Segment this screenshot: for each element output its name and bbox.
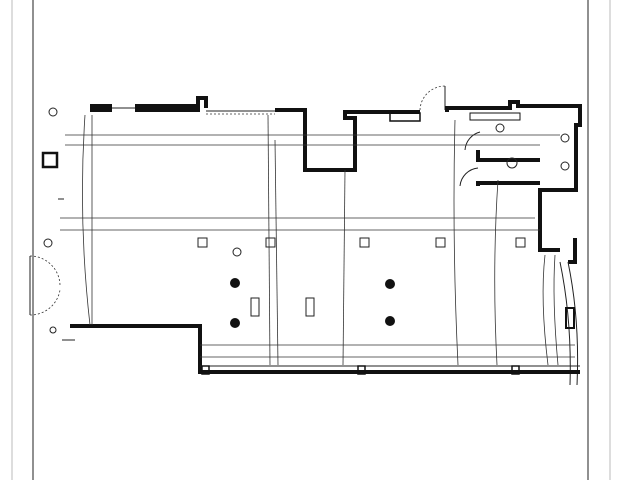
entry-box	[41, 151, 59, 169]
bollard	[48, 107, 58, 117]
counter	[469, 112, 521, 121]
column	[435, 237, 446, 248]
entrance-door-swing	[29, 289, 61, 316]
bollard	[43, 238, 53, 248]
door-swing	[419, 85, 446, 111]
columns	[197, 237, 526, 328]
entrance-door-swing	[29, 255, 61, 286]
round-column	[230, 278, 240, 288]
fixture-marker	[232, 247, 242, 257]
column	[265, 237, 276, 248]
column	[359, 237, 370, 248]
restroom-partitions	[459, 123, 570, 187]
wall-segment	[135, 104, 200, 112]
window	[565, 307, 575, 329]
wall-segment	[90, 104, 112, 112]
pillar	[250, 297, 260, 317]
pillar	[305, 297, 315, 317]
round-column	[230, 318, 240, 328]
sheet-border	[11, 0, 611, 480]
toilet-icon	[506, 157, 518, 169]
toilet-icon	[495, 123, 505, 133]
dimension-lines	[60, 114, 575, 366]
exterior-walls	[70, 85, 582, 386]
sink-icon	[560, 161, 570, 171]
round-column	[385, 279, 395, 289]
column	[515, 237, 526, 248]
counter	[389, 112, 421, 122]
column	[197, 237, 208, 248]
round-column	[385, 316, 395, 326]
sink-icon	[560, 133, 570, 143]
exterior-elements	[29, 107, 75, 341]
